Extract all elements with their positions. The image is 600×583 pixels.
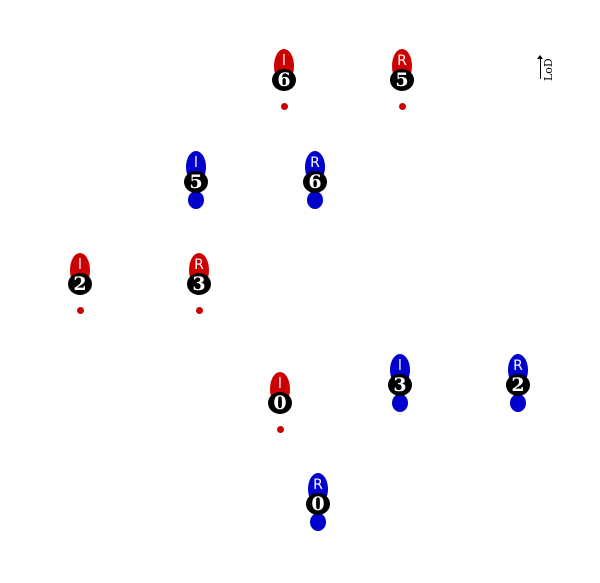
- foot-side-label: l: [78, 257, 82, 273]
- step-number-badge: 2: [506, 374, 530, 396]
- foot-side-label: R: [397, 53, 407, 69]
- foot-side-label: l: [282, 53, 286, 69]
- foot-side-label: R: [313, 477, 323, 493]
- step-number-badge: 3: [388, 374, 412, 396]
- step-number-badge: 0: [268, 392, 292, 414]
- foot-side-label: R: [513, 358, 523, 374]
- foot-side-label: l: [278, 376, 282, 392]
- step-number-badge: 6: [303, 171, 327, 193]
- heel-marker-dot: [281, 103, 288, 110]
- step-number-badge: 0: [306, 493, 330, 515]
- line-of-direction-legend: LoD: [533, 55, 557, 83]
- step-number-badge: 5: [390, 69, 414, 91]
- foot-side-label: l: [398, 358, 402, 374]
- foot-side-label: R: [310, 155, 320, 171]
- heel-marker-dot: [196, 307, 203, 314]
- heel-marker-dot: [77, 307, 84, 314]
- step-number-badge: 6: [272, 69, 296, 91]
- heel-marker-dot: [399, 103, 406, 110]
- lod-label: LoD: [542, 58, 555, 81]
- foot-side-label: l: [194, 155, 198, 171]
- step-number-badge: 2: [68, 273, 92, 295]
- heel-marker-dot: [277, 426, 284, 433]
- step-number-badge: 5: [184, 171, 208, 193]
- foot-side-label: R: [194, 257, 204, 273]
- step-number-badge: 3: [187, 273, 211, 295]
- arrow-shaft: [540, 57, 541, 79]
